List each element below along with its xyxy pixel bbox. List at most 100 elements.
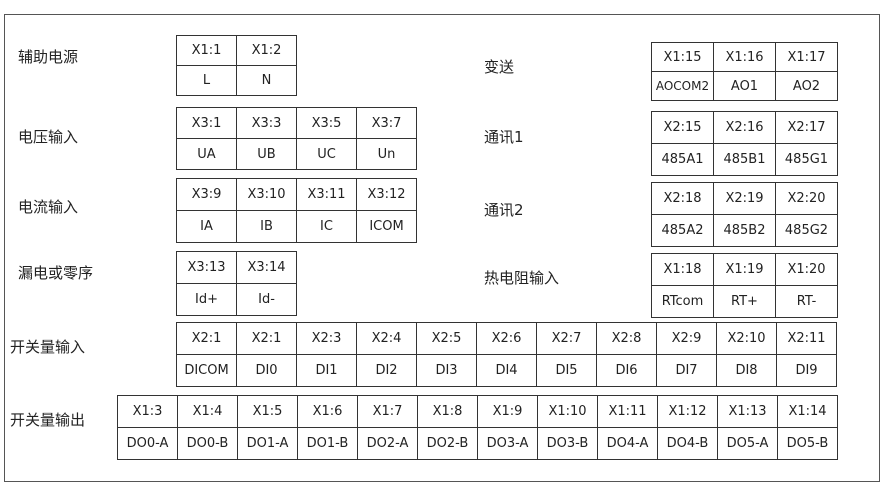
aux-power-label: 辅助电源: [18, 48, 79, 66]
terminal-cell: X3:5: [296, 107, 357, 139]
voltage-input-label: 电压输入: [18, 128, 79, 146]
signal-cell: RT-: [775, 285, 838, 318]
current-input-label: 电流输入: [18, 198, 79, 216]
signal-cell: 485G2: [775, 214, 838, 247]
signal-cell: DI1: [296, 354, 357, 387]
terminal-cell: X3:11: [296, 178, 357, 211]
signal-cell: DICOM: [176, 354, 237, 387]
signal-cell: Un: [356, 138, 417, 170]
transmission-label: 变送: [484, 58, 515, 76]
signal-cell: RTcom: [651, 285, 714, 318]
terminal-cell: X3:7: [356, 107, 417, 139]
comm1-label: 通讯1: [484, 128, 524, 146]
signal-cell: DO1-A: [237, 427, 298, 460]
signal-cell: DI7: [656, 354, 717, 387]
signal-cell: 485B1: [713, 143, 776, 176]
terminal-cell: X3:12: [356, 178, 417, 211]
signal-cell: DI8: [716, 354, 777, 387]
signal-cell: Id-: [236, 283, 297, 316]
signal-cell: UC: [296, 138, 357, 170]
signal-cell: 485A1: [651, 143, 714, 176]
terminal-cell: X1:12: [657, 395, 718, 428]
terminal-cell: X1:6: [297, 395, 358, 428]
terminal-cell: X3:10: [236, 178, 297, 211]
terminal-cell: X1:9: [477, 395, 538, 428]
terminal-cell: X1:5: [237, 395, 298, 428]
signal-cell: DO1-B: [297, 427, 358, 460]
do-output-label: 开关量输出: [10, 411, 86, 429]
rtd-input-label: 热电阻输入: [484, 269, 560, 287]
signal-cell: DI0: [236, 354, 297, 387]
terminal-cell: X1:15: [651, 42, 714, 72]
signal-cell: DI4: [476, 354, 537, 387]
signal-cell: DI5: [536, 354, 597, 387]
terminal-cell: X2:1: [236, 322, 297, 355]
terminal-cell: X1:13: [717, 395, 778, 428]
terminal-cell: X1:20: [775, 253, 838, 286]
signal-cell: DO5-B: [777, 427, 838, 460]
di-input-label: 开关量输入: [10, 338, 86, 356]
terminal-cell: X1:3: [117, 395, 178, 428]
signal-cell: DI2: [356, 354, 417, 387]
terminal-cell: X2:9: [656, 322, 717, 355]
terminal-cell: X1:10: [537, 395, 598, 428]
signal-cell: L: [176, 65, 237, 96]
terminal-cell: X1:14: [777, 395, 838, 428]
signal-cell: Id+: [176, 283, 237, 316]
terminal-cell: X1:19: [713, 253, 776, 286]
signal-cell: UA: [176, 138, 237, 170]
signal-cell: ICOM: [356, 210, 417, 243]
signal-cell: N: [236, 65, 297, 96]
terminal-cell: X3:14: [236, 251, 297, 284]
terminal-cell: X1:4: [177, 395, 238, 428]
terminal-cell: X1:7: [357, 395, 418, 428]
terminal-cell: X2:3: [296, 322, 357, 355]
signal-cell: AO2: [775, 71, 838, 101]
signal-cell: RT+: [713, 285, 776, 318]
terminal-cell: X1:8: [417, 395, 478, 428]
terminal-cell: X3:3: [236, 107, 297, 139]
comm2-label: 通讯2: [484, 201, 524, 219]
terminal-cell: X2:4: [356, 322, 417, 355]
terminal-cell: X2:5: [416, 322, 477, 355]
signal-cell: AOCOM2: [651, 71, 714, 101]
terminal-cell: X2:11: [776, 322, 837, 355]
signal-cell: DI9: [776, 354, 837, 387]
terminal-cell: X3:13: [176, 251, 237, 284]
signal-cell: IA: [176, 210, 237, 243]
signal-cell: IB: [236, 210, 297, 243]
signal-cell: DI6: [596, 354, 657, 387]
terminal-cell: X1:11: [597, 395, 658, 428]
signal-cell: DO4-B: [657, 427, 718, 460]
signal-cell: DO5-A: [717, 427, 778, 460]
signal-cell: DI3: [416, 354, 477, 387]
terminal-cell: X1:16: [713, 42, 776, 72]
terminal-cell: X2:19: [713, 182, 776, 215]
terminal-cell: X2:15: [651, 111, 714, 144]
signal-cell: DO2-A: [357, 427, 418, 460]
signal-cell: DO4-A: [597, 427, 658, 460]
terminal-cell: X2:20: [775, 182, 838, 215]
terminal-cell: X3:9: [176, 178, 237, 211]
terminal-cell: X3:1: [176, 107, 237, 139]
signal-cell: DO3-A: [477, 427, 538, 460]
signal-cell: DO2-B: [417, 427, 478, 460]
terminal-cell: X2:16: [713, 111, 776, 144]
signal-cell: AO1: [713, 71, 776, 101]
signal-cell: DO0-B: [177, 427, 238, 460]
terminal-cell: X2:10: [716, 322, 777, 355]
signal-cell: DO3-B: [537, 427, 598, 460]
signal-cell: 485B2: [713, 214, 776, 247]
signal-cell: IC: [296, 210, 357, 243]
terminal-cell: X2:8: [596, 322, 657, 355]
